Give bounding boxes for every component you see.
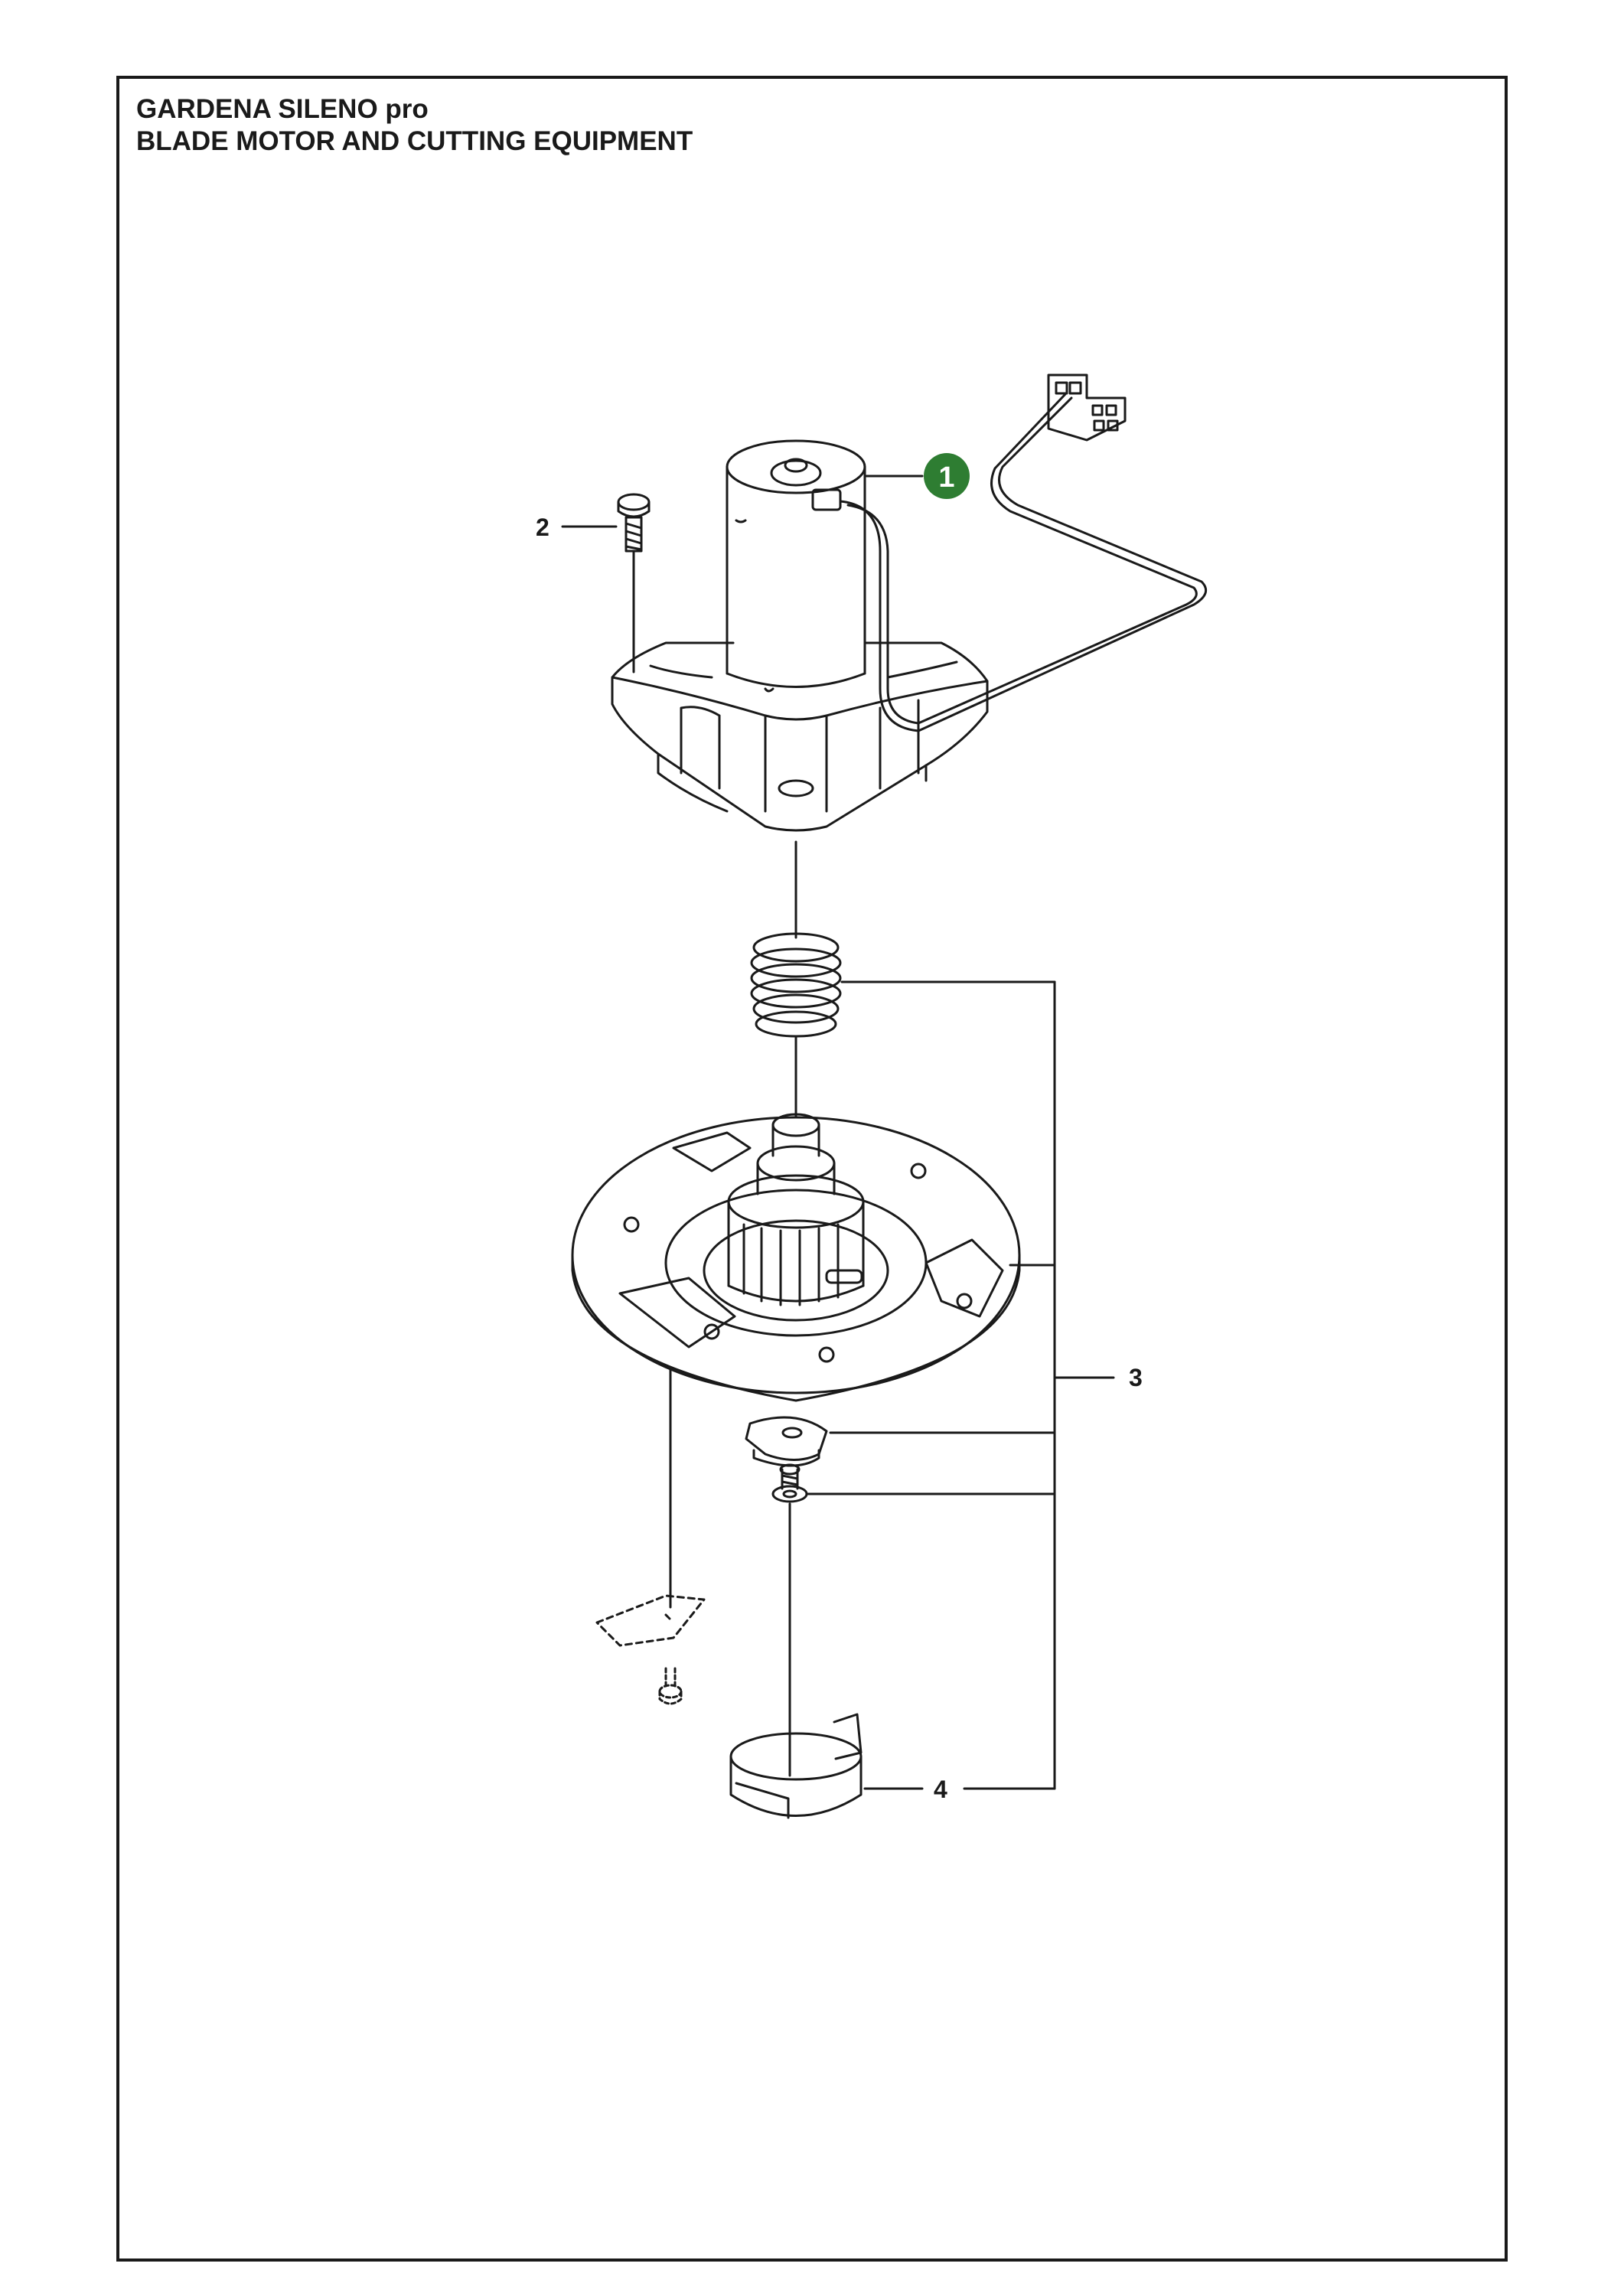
page-frame <box>116 76 1508 2262</box>
cover-cap-part-4[interactable] <box>729 1713 863 1819</box>
screw-part-2[interactable] <box>617 493 651 673</box>
highlight-badge-icon <box>924 453 970 499</box>
title-section: BLADE MOTOR AND CUTTING EQUIPMENT <box>136 126 693 156</box>
callout-part-2: 2 <box>536 514 549 541</box>
title-model: GARDENA SILENO pro <box>136 94 429 124</box>
callout-part-1: 1 <box>938 461 954 494</box>
callout-part-4: 4 <box>934 1776 947 1803</box>
callout-part-1-badge[interactable]: 1 <box>924 453 970 499</box>
blade-motor-part-1[interactable] <box>611 373 1208 832</box>
document-title: GARDENA SILENO pro BLADE MOTOR AND CUTTI… <box>136 93 693 158</box>
blade-screw-dashed <box>658 1667 683 1705</box>
washer[interactable] <box>771 1485 808 1503</box>
blade-dashed <box>595 1594 706 1647</box>
blade-holder[interactable] <box>745 1416 828 1467</box>
leader-part-3 <box>806 980 1115 1790</box>
callout-part-3: 3 <box>1129 1364 1143 1391</box>
cutting-disc[interactable] <box>571 1113 1021 1402</box>
small-screw[interactable] <box>779 1463 801 1490</box>
spring[interactable] <box>750 932 842 1038</box>
